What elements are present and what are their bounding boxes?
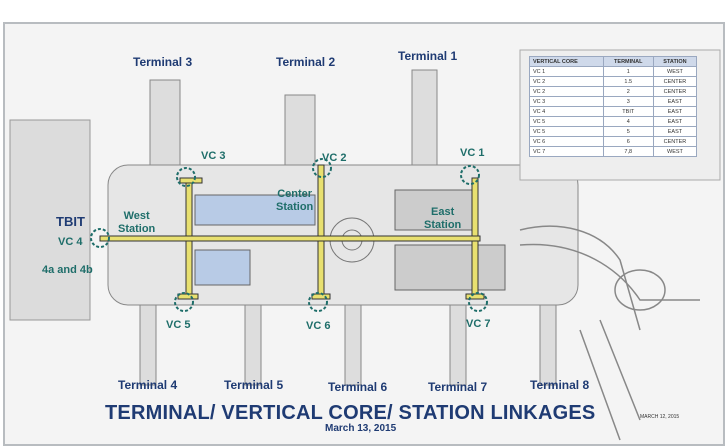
- table-cell: EAST: [652, 126, 698, 137]
- station-name: West: [123, 210, 150, 222]
- vc5-marker: [174, 292, 194, 312]
- label-terminal-2: Terminal 2: [276, 55, 336, 69]
- label-vc5: VC 5: [166, 319, 191, 331]
- vc4-marker: [90, 228, 110, 248]
- vc3-marker: [176, 167, 196, 187]
- parking-structure: [194, 194, 316, 226]
- label-tbit: TBIT: [56, 214, 85, 229]
- table-cell: VC 2: [529, 76, 604, 87]
- walkway: [317, 164, 325, 296]
- table-cell: WEST: [652, 146, 698, 157]
- label-terminal-8: Terminal 8: [530, 378, 590, 392]
- station-name: Center: [277, 188, 313, 200]
- table-cell: CENTER: [652, 76, 698, 87]
- concourse-t2: [284, 94, 316, 166]
- station-name: East: [431, 206, 455, 218]
- concourse-t4: [139, 304, 157, 386]
- station-name: Station: [276, 201, 314, 213]
- table-cell: VC 5: [529, 126, 604, 137]
- table-cell: VC 5: [529, 116, 604, 127]
- table-cell: VC 2: [529, 86, 604, 97]
- table-cell: WEST: [652, 66, 698, 77]
- date-stamp: MARCH 12, 2015: [640, 414, 680, 420]
- label-vc6: VC 6: [306, 320, 331, 332]
- parking-structure: [394, 244, 506, 291]
- label-terminal-4: Terminal 4: [118, 378, 178, 392]
- vc1-marker: [460, 165, 480, 185]
- label-vc2: VC 2: [322, 152, 347, 164]
- concourse-t6: [344, 304, 362, 386]
- diagram-date: March 13, 2015: [325, 423, 397, 434]
- tbit-building: [9, 119, 91, 321]
- label-vc4: VC 4: [58, 236, 83, 248]
- concourse-t5: [244, 304, 262, 386]
- table-cell: VC 1: [529, 66, 604, 77]
- header-vertical-core: VERTICAL CORE: [529, 56, 604, 67]
- parking-structure: [194, 249, 251, 286]
- table-cell: 1: [602, 66, 654, 77]
- label-vc1: VC 1: [460, 147, 485, 159]
- header-station: STATION: [652, 56, 698, 67]
- table-cell: VC 4: [529, 106, 604, 117]
- table-cell: 1.5: [602, 76, 654, 87]
- apm-guideway: [99, 235, 481, 242]
- table-cell: 3: [602, 96, 654, 107]
- table-cell: TBIT: [602, 106, 654, 117]
- concourse-t1: [411, 69, 438, 166]
- concourse-t7: [449, 304, 467, 386]
- vc7-marker: [468, 292, 488, 312]
- label-vc7: VC 7: [466, 318, 491, 330]
- table-cell: EAST: [652, 96, 698, 107]
- concourse-t3: [149, 79, 181, 166]
- vc6-marker: [308, 292, 328, 312]
- table-cell: 6: [602, 136, 654, 147]
- table-cell: 4: [602, 116, 654, 127]
- table-cell: EAST: [652, 106, 698, 117]
- concourse-t8: [539, 304, 557, 386]
- table-cell: 7,8: [602, 146, 654, 157]
- table-cell: CENTER: [652, 136, 698, 147]
- label-4a-4b: 4a and 4b: [42, 264, 93, 276]
- table-cell: 5: [602, 126, 654, 137]
- table-header-row: VERTICAL CORE TERMINAL STATION: [529, 56, 698, 67]
- header-terminal: TERMINAL: [602, 56, 654, 67]
- table-cell: EAST: [652, 116, 698, 127]
- table-cell: 2: [602, 86, 654, 97]
- label-terminal-7: Terminal 7: [428, 380, 488, 394]
- table-cell: CENTER: [652, 86, 698, 97]
- label-terminal-3: Terminal 3: [133, 55, 193, 69]
- label-terminal-6: Terminal 6: [328, 380, 388, 394]
- table-cell: VC 6: [529, 136, 604, 147]
- diagram-title: TERMINAL/ VERTICAL CORE/ STATION LINKAGE…: [105, 402, 596, 424]
- station-name: Station: [118, 223, 156, 235]
- table-cell: VC 3: [529, 96, 604, 107]
- parking-structure: [394, 189, 476, 231]
- table-cell: VC 7: [529, 146, 604, 157]
- label-terminal-1: Terminal 1: [398, 49, 458, 63]
- label-vc3: VC 3: [201, 150, 226, 162]
- label-terminal-5: Terminal 5: [224, 378, 284, 392]
- vc2-marker: [312, 158, 332, 178]
- station-name: Station: [424, 219, 462, 231]
